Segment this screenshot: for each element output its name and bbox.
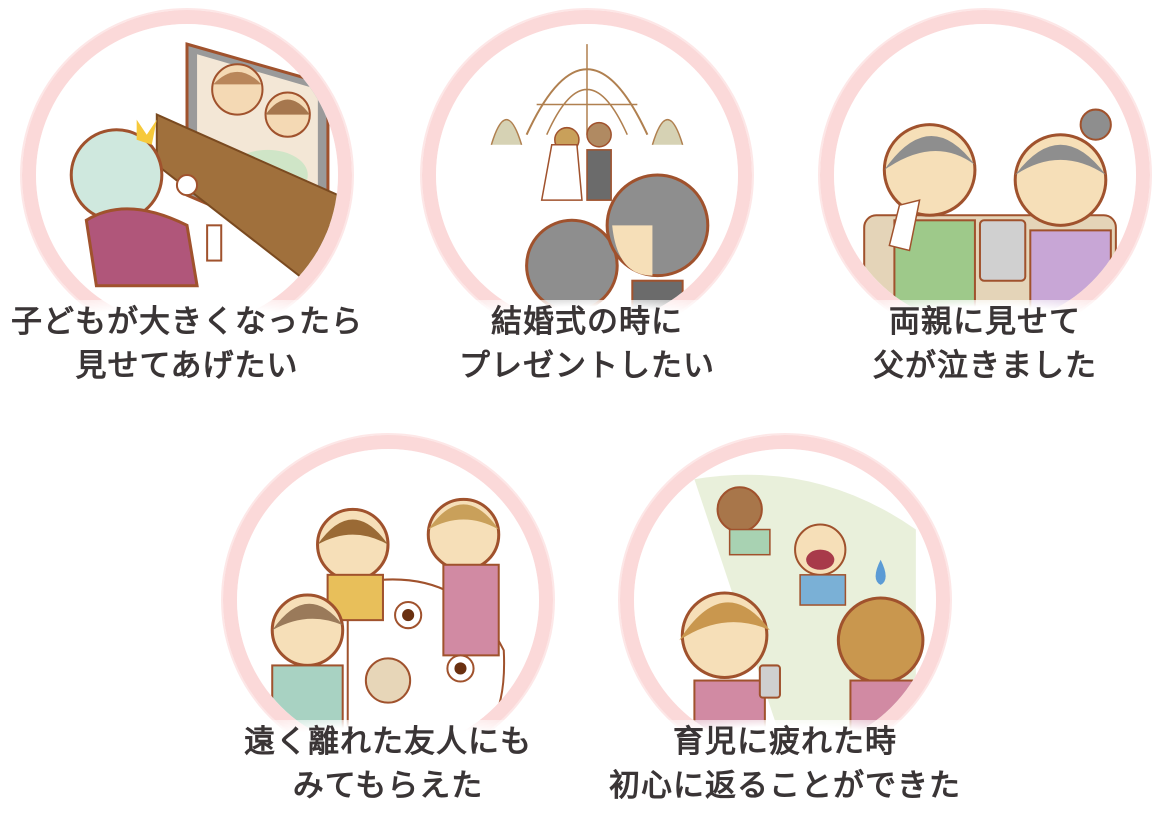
caption: 子どもが大きくなったら 見せてあげたい bbox=[0, 300, 377, 388]
illustration-child-watching-tv bbox=[36, 24, 338, 326]
tv-scene-icon bbox=[36, 24, 338, 326]
caption-line-2: 父が泣きました bbox=[873, 348, 1097, 384]
caption: 遠く離れた友人にも みてもらえた bbox=[198, 720, 578, 808]
card-child-tv: 子どもが大きくなったら 見せてあげたい bbox=[0, 0, 377, 400]
illustration-tired-mother bbox=[634, 449, 936, 751]
childcare-scene-icon bbox=[634, 449, 936, 751]
card-friends: 遠く離れた友人にも みてもらえた bbox=[198, 425, 578, 825]
wedding-scene-icon bbox=[436, 24, 738, 326]
card-parents: 両親に見せて 父が泣きました bbox=[795, 0, 1160, 400]
illustration-elderly-couple bbox=[834, 24, 1136, 326]
caption-line-2: 見せてあげたい bbox=[75, 348, 299, 384]
caption-line-1: 遠く離れた友人にも bbox=[244, 724, 532, 760]
card-wedding: 結婚式の時に プレゼントしたい bbox=[397, 0, 777, 400]
caption: 育児に疲れた時 初心に返ることができた bbox=[595, 720, 975, 808]
caption-line-2: プレゼントしたい bbox=[459, 348, 715, 384]
illustration-wedding bbox=[436, 24, 738, 326]
cafe-scene-icon bbox=[237, 449, 539, 751]
caption: 結婚式の時に プレゼントしたい bbox=[397, 300, 777, 388]
caption-line-1: 子どもが大きくなったら bbox=[11, 304, 363, 340]
couple-scene-icon bbox=[834, 24, 1136, 326]
card-childcare: 育児に疲れた時 初心に返ることができた bbox=[595, 425, 975, 825]
caption-line-1: 両親に見せて bbox=[889, 304, 1081, 340]
caption: 両親に見せて 父が泣きました bbox=[795, 300, 1160, 388]
illustration-friends-cafe bbox=[237, 449, 539, 751]
caption-line-2: みてもらえた bbox=[292, 768, 484, 804]
caption-line-1: 育児に疲れた時 bbox=[673, 724, 897, 760]
caption-line-2: 初心に返ることができた bbox=[609, 768, 961, 804]
caption-line-1: 結婚式の時に bbox=[491, 304, 683, 340]
